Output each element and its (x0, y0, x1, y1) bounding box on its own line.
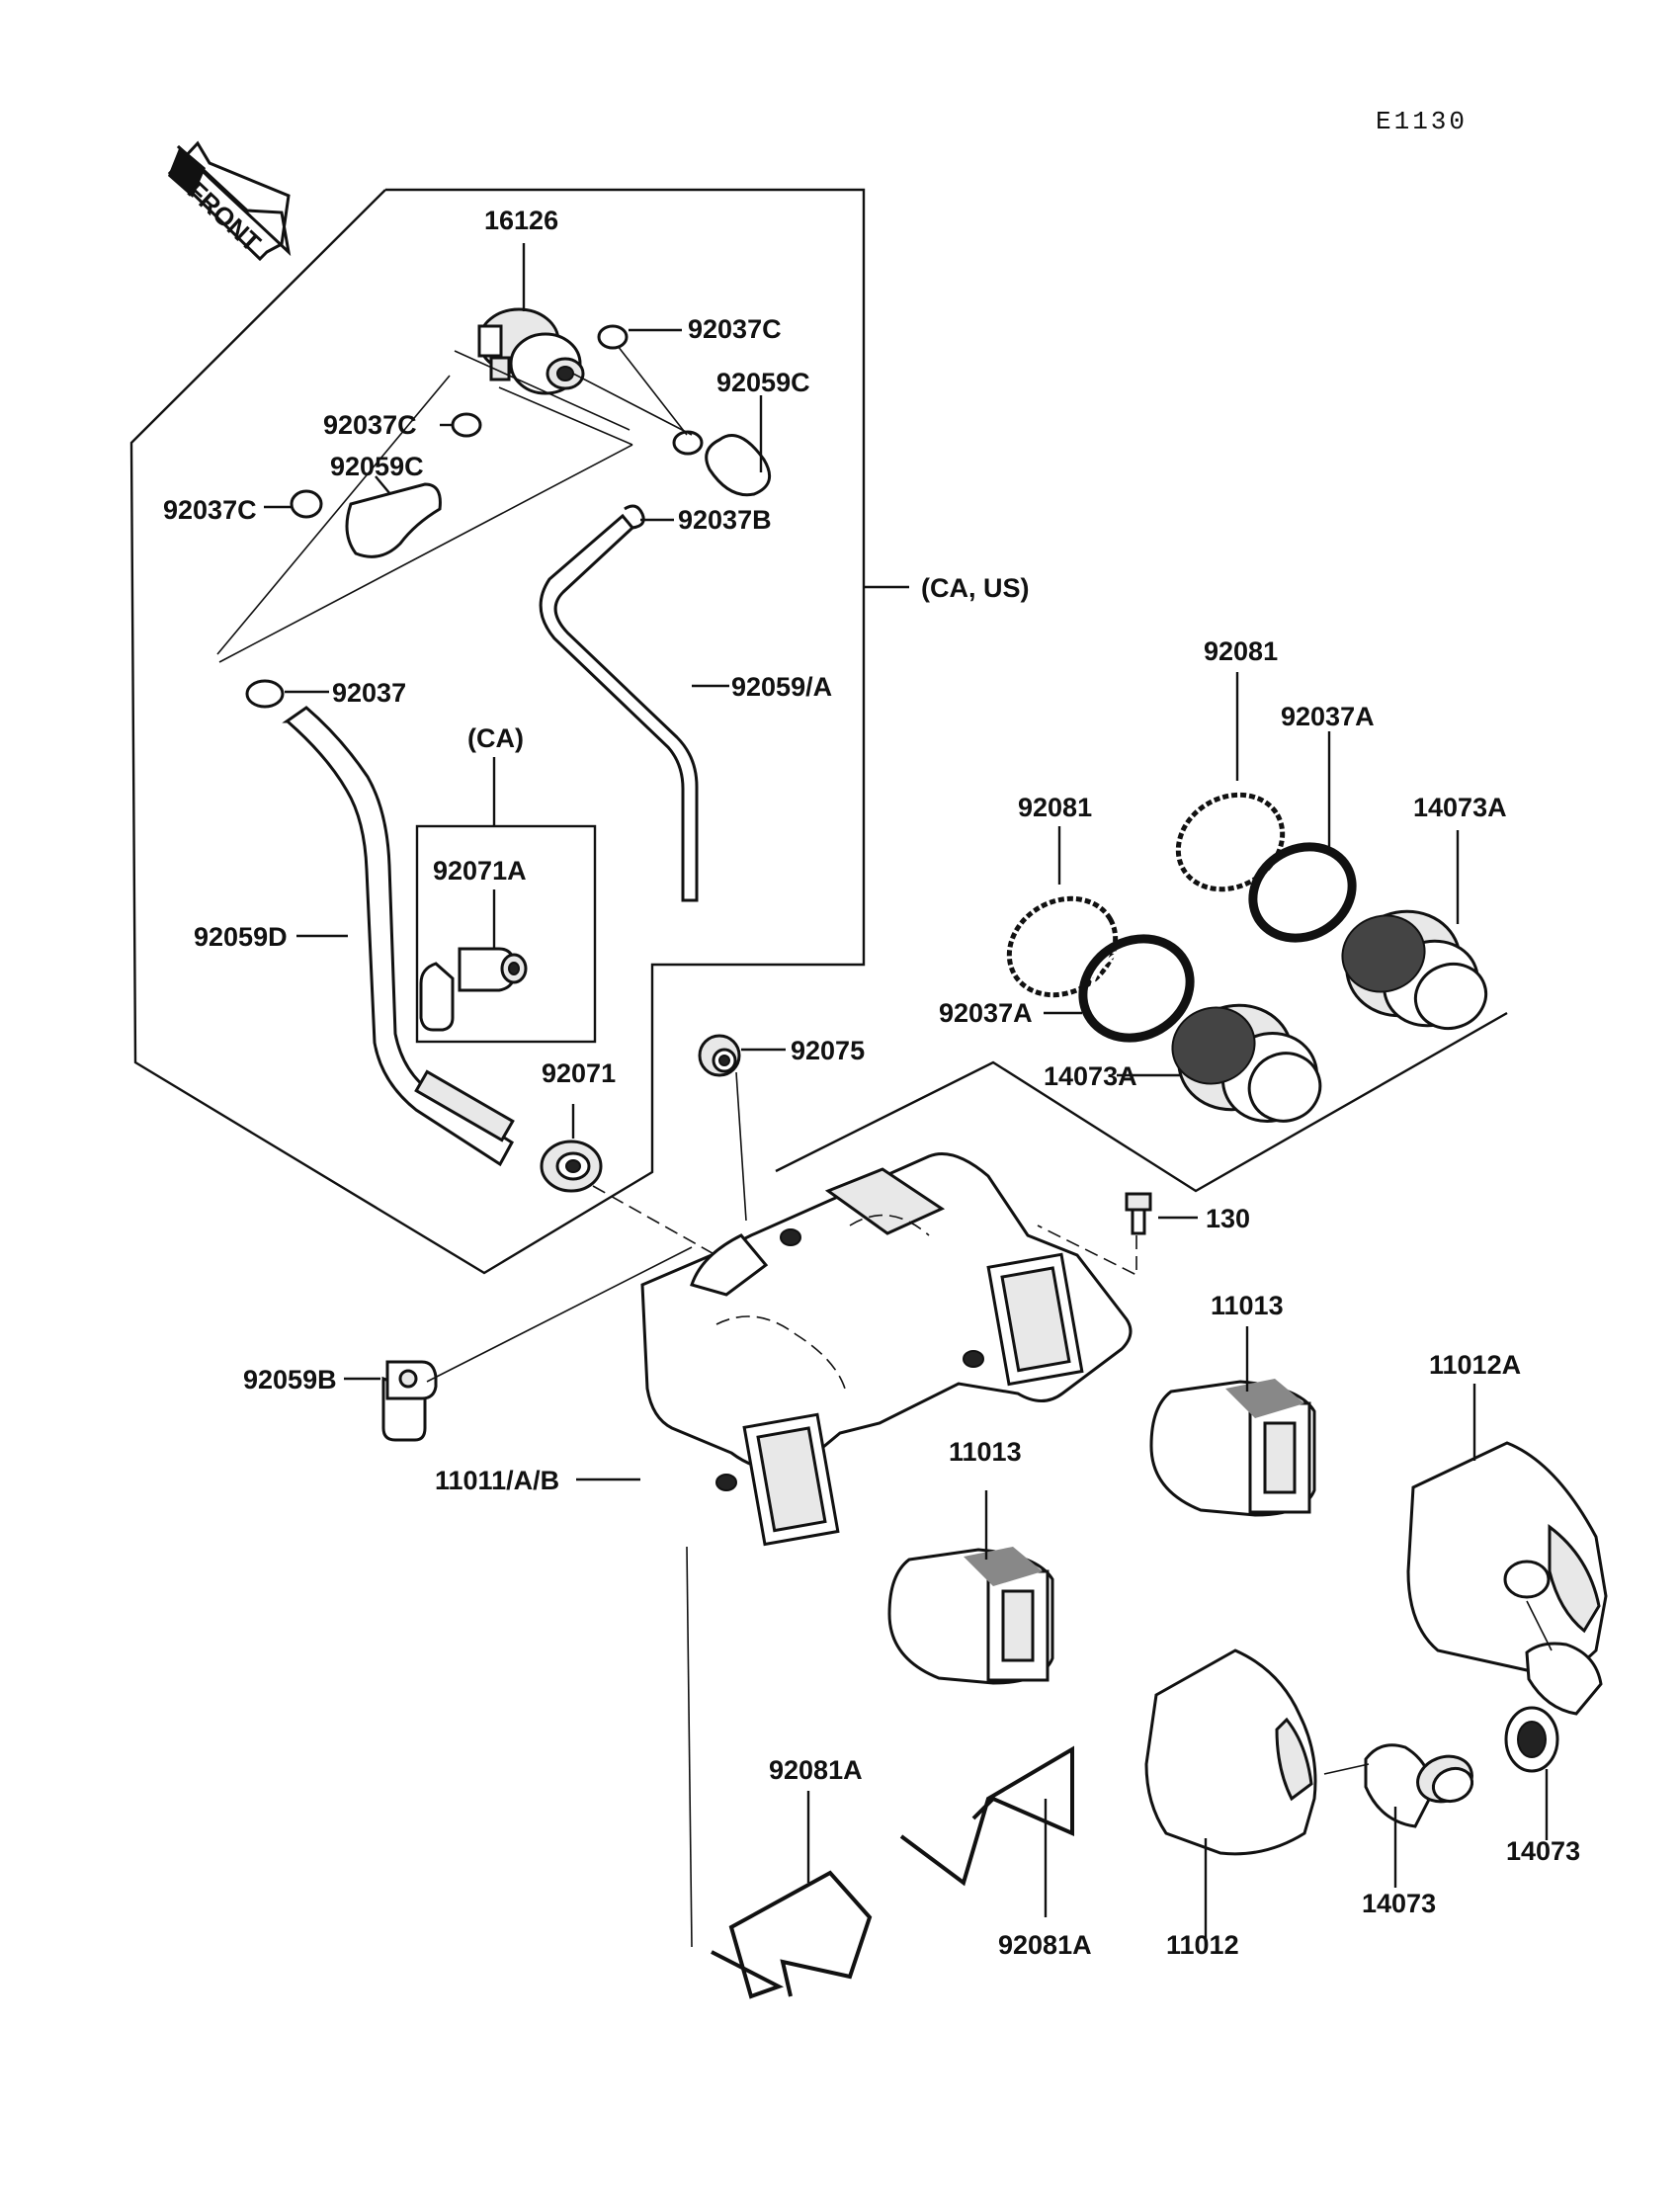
valve-16126 (477, 307, 585, 395)
elbow-14073-right (1504, 1642, 1603, 1773)
callout-92081a-b: 92081A (998, 1930, 1092, 1960)
spring-92081a-right (899, 1745, 1074, 1887)
callout-11012: 11012 (1166, 1930, 1239, 1960)
elbow-92059b (381, 1360, 438, 1442)
filter-11013-upper (1149, 1379, 1316, 1517)
callout-130: 130 (1206, 1204, 1250, 1233)
callout-92081-a: 92081 (1204, 636, 1278, 666)
hose-92059c-left (345, 482, 442, 558)
clamp-92037c-far (290, 489, 323, 519)
callout-92037: 92037 (332, 678, 406, 708)
callout-16126: 16126 (484, 206, 558, 235)
callout-92071a: 92071A (433, 856, 527, 886)
callout-92071: 92071 (542, 1058, 616, 1088)
clamp-92037 (245, 679, 285, 709)
region-ca-us-outline (129, 188, 866, 1275)
callout-92037c-c: 92037C (163, 495, 257, 525)
elbow-14073-center (1364, 1743, 1474, 1828)
clamp-92037c-left (451, 412, 482, 438)
callout-92059c-b: 92059C (330, 452, 424, 481)
cover-11012a (1406, 1441, 1608, 1674)
diagram-code: E1130 (1376, 107, 1468, 136)
grommet-92075 (698, 1034, 741, 1077)
callout-14073-b: 14073 (1506, 1836, 1580, 1866)
elbow-92071a (419, 947, 528, 1032)
callout-92037c-b: 92037C (323, 410, 417, 440)
seal-group-bracket (775, 1011, 1508, 1193)
callout-11013-b: 11013 (949, 1437, 1022, 1467)
callout-92059c-a: 92059C (716, 368, 810, 397)
clamp-92037c-mid (672, 430, 704, 456)
callout-92081a-a: 92081A (769, 1755, 863, 1785)
callout-92037c-a: 92037C (688, 314, 782, 344)
callout-region-ca-us: (CA, US) (921, 573, 1030, 603)
bolt-130 (1125, 1192, 1152, 1235)
hose-92059-a (539, 513, 699, 902)
clamp-92037c-top (597, 324, 629, 350)
hose-92059d (282, 706, 514, 1167)
clamp-92037a-upper (1248, 842, 1357, 943)
region-ca-box (415, 824, 597, 1044)
airbox-11011 (640, 1152, 1133, 1547)
hose-92059c-right (705, 434, 772, 497)
clamp-92037b (624, 504, 645, 530)
callout-14073-a: 14073 (1362, 1889, 1436, 1918)
boot-14073a-upper (1341, 909, 1488, 1030)
callout-92037b: 92037B (678, 505, 772, 535)
boot-14073a-lower (1171, 1003, 1322, 1123)
callout-11012a: 11012A (1429, 1350, 1521, 1380)
callout-92037a-b: 92037A (939, 998, 1033, 1028)
callout-92059d: 92059D (194, 922, 288, 952)
callout-92081-b: 92081 (1018, 793, 1092, 822)
callout-14073a-b: 14073A (1044, 1061, 1137, 1091)
callout-92037a-a: 92037A (1281, 702, 1375, 731)
cover-11012 (1144, 1648, 1317, 1856)
grommet-92071 (540, 1140, 603, 1193)
ring-92081-upper (1175, 792, 1286, 892)
callout-92075: 92075 (791, 1036, 865, 1065)
callout-region-ca: (CA) (467, 723, 524, 753)
callout-14073a-a: 14073A (1413, 793, 1507, 822)
clamp-92037a-lower (1078, 934, 1195, 1043)
callout-92059b: 92059B (243, 1365, 337, 1394)
front-arrow-icon: FRONT (167, 140, 292, 262)
callout-11011ab: 11011/A/B (435, 1466, 559, 1495)
callout-11013-a: 11013 (1211, 1291, 1284, 1320)
filter-11013-lower (887, 1547, 1054, 1685)
spring-92081a-left (711, 1870, 873, 1999)
callout-92059-a: 92059/A (731, 672, 832, 702)
